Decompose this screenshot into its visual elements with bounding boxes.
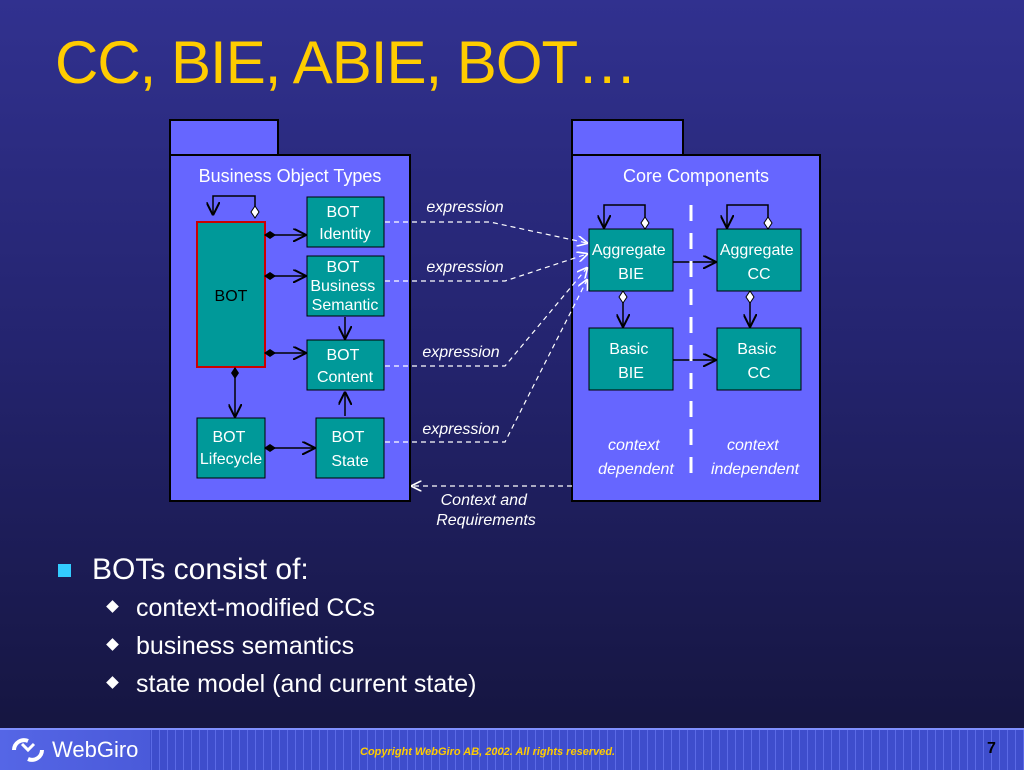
left-package-tab bbox=[169, 119, 279, 156]
aggregate-cc-box bbox=[716, 228, 802, 292]
bot-business-semantic-box bbox=[306, 255, 385, 317]
bullet-item-text: business semantics bbox=[136, 632, 355, 660]
bullet-main: BOTs consist of: bbox=[58, 552, 476, 592]
bot-business-semantic-label: BOT Business Semantic bbox=[310, 259, 379, 314]
aggregate-bie-self-diamond bbox=[640, 216, 650, 230]
page-number: 7 bbox=[987, 740, 996, 757]
context-requirements-label: Context and Requirements bbox=[436, 492, 536, 529]
bot-lifecycle-label: BOT Lifecycle bbox=[200, 429, 262, 468]
bot-cc-diagram: Business Object Types Core Components BO… bbox=[169, 119, 821, 529]
expression-label-1: expression bbox=[426, 199, 503, 216]
bot-box-label: BOT bbox=[215, 288, 248, 305]
logo-text: WebGiro bbox=[52, 737, 139, 762]
diamond-bullet-icon bbox=[106, 638, 119, 651]
context-independent-label: context independent bbox=[711, 437, 800, 478]
webgiro-logo: WebGiro bbox=[0, 730, 150, 770]
expression-connectors bbox=[385, 221, 587, 486]
footer-bar: WebGiro Copyright WebGiro AB, 2002. All … bbox=[0, 728, 1024, 770]
webgiro-logo-icon bbox=[12, 738, 44, 762]
bot-lifecycle-box bbox=[196, 417, 266, 479]
expression-connector-4 bbox=[385, 280, 587, 443]
bot-identity-box bbox=[306, 196, 385, 248]
expression-connector-2 bbox=[385, 254, 587, 282]
bot-state-box bbox=[315, 417, 385, 479]
bot-self-diamond bbox=[250, 205, 260, 219]
lifecycle-state-diamond bbox=[264, 444, 276, 452]
bot-lifecycle-diamond bbox=[231, 367, 239, 379]
bullet-item: state model (and current state) bbox=[58, 668, 476, 706]
bullet-main-text: BOTs consist of: bbox=[92, 553, 309, 586]
copyright-text: Copyright WebGiro AB, 2002. All rights r… bbox=[360, 746, 616, 758]
expression-label-4: expression bbox=[422, 421, 499, 438]
bot-state-label: BOT State bbox=[331, 429, 368, 470]
diamond-bullet-icon bbox=[106, 676, 119, 689]
slide-title: CC, BIE, ABIE, BOT… bbox=[55, 29, 637, 96]
aggregate-bie-self-association bbox=[604, 204, 646, 227]
aggregate-bie-label: Aggregate BIE bbox=[592, 242, 670, 283]
expression-connector-1 bbox=[385, 221, 587, 243]
expression-label-3: expression bbox=[422, 344, 499, 361]
square-bullet-icon bbox=[58, 564, 71, 577]
bot-semantic-diamond bbox=[264, 272, 276, 280]
bot-content-box bbox=[306, 339, 385, 391]
expression-label-2: expression bbox=[426, 259, 503, 276]
bot-content-diamond bbox=[264, 349, 276, 357]
expression-connector-3 bbox=[385, 268, 587, 367]
basic-bie-label: Basic BIE bbox=[609, 341, 653, 382]
bullet-list: BOTs consist of: context-modified CCs bu… bbox=[58, 552, 476, 706]
aggregate-cc-label: Aggregate CC bbox=[720, 242, 798, 283]
bot-box bbox=[196, 221, 266, 368]
aggregate-cc-basic-diamond bbox=[745, 290, 755, 304]
right-package-title: Core Components bbox=[623, 166, 769, 186]
aggregate-cc-self-diamond bbox=[763, 216, 773, 230]
aggregate-cc-self-association bbox=[727, 204, 769, 227]
bullet-item-text: state model (and current state) bbox=[136, 670, 477, 698]
aggregate-bie-basic-diamond bbox=[618, 290, 628, 304]
aggregate-bie-box bbox=[588, 228, 674, 292]
bullet-item: business semantics bbox=[58, 630, 476, 668]
bot-identity-diamond bbox=[264, 231, 276, 239]
bullet-item-text: context-modified CCs bbox=[136, 594, 375, 622]
diamond-bullet-icon bbox=[106, 600, 119, 613]
right-package-tab bbox=[571, 119, 684, 156]
basic-cc-label: Basic CC bbox=[737, 341, 781, 382]
bullet-item: context-modified CCs bbox=[58, 592, 476, 630]
left-package-title: Business Object Types bbox=[199, 166, 382, 186]
bot-identity-label: BOT Identity bbox=[319, 204, 371, 243]
bot-content-label: BOT Content bbox=[317, 347, 374, 386]
context-dependent-label: context dependent bbox=[598, 437, 674, 478]
basic-cc-box bbox=[716, 327, 802, 391]
basic-bie-box bbox=[588, 327, 674, 391]
